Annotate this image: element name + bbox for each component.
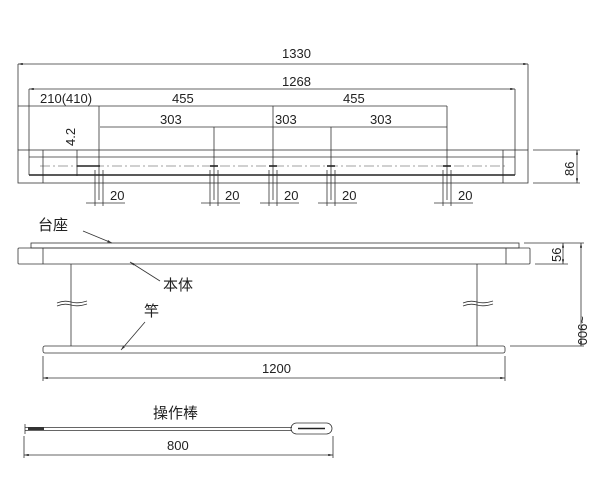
dim-20-a: 20 bbox=[110, 188, 124, 203]
dim-20-b: 20 bbox=[225, 188, 239, 203]
dim-455-b: 455 bbox=[343, 91, 365, 106]
dim-455-a: 455 bbox=[172, 91, 194, 106]
dim-303-b: 303 bbox=[275, 112, 297, 127]
dim-20-c: 20 bbox=[284, 188, 298, 203]
dim-303-c: 303 bbox=[370, 112, 392, 127]
dim-900: ~900 bbox=[575, 316, 590, 345]
label-pole: 竿 bbox=[144, 302, 159, 320]
dim-303-a: 303 bbox=[160, 112, 182, 127]
dim-1330: 1330 bbox=[282, 46, 311, 61]
operating-rod-view: 操作棒 800 bbox=[23, 404, 334, 458]
label-base: 台座 bbox=[38, 216, 68, 234]
dim-4-2: 4.2 bbox=[63, 128, 78, 146]
dim-1268: 1268 bbox=[282, 74, 311, 89]
dim-1200: 1200 bbox=[262, 361, 291, 376]
label-rod: 操作棒 bbox=[153, 404, 198, 422]
dim-56: 56 bbox=[549, 248, 564, 262]
dim-20-d: 20 bbox=[342, 188, 356, 203]
dim-86: 86 bbox=[562, 162, 577, 176]
side-view: 台座 本体 竿 1200 56 ~900 bbox=[17, 216, 590, 381]
dim-800: 800 bbox=[167, 438, 189, 453]
dim-210-410: 210(410) bbox=[40, 91, 92, 106]
top-view: 1330 1268 210(410) 455 455 303 303 303 4… bbox=[17, 46, 580, 206]
dim-20-e: 20 bbox=[458, 188, 472, 203]
label-body: 本体 bbox=[163, 276, 193, 294]
